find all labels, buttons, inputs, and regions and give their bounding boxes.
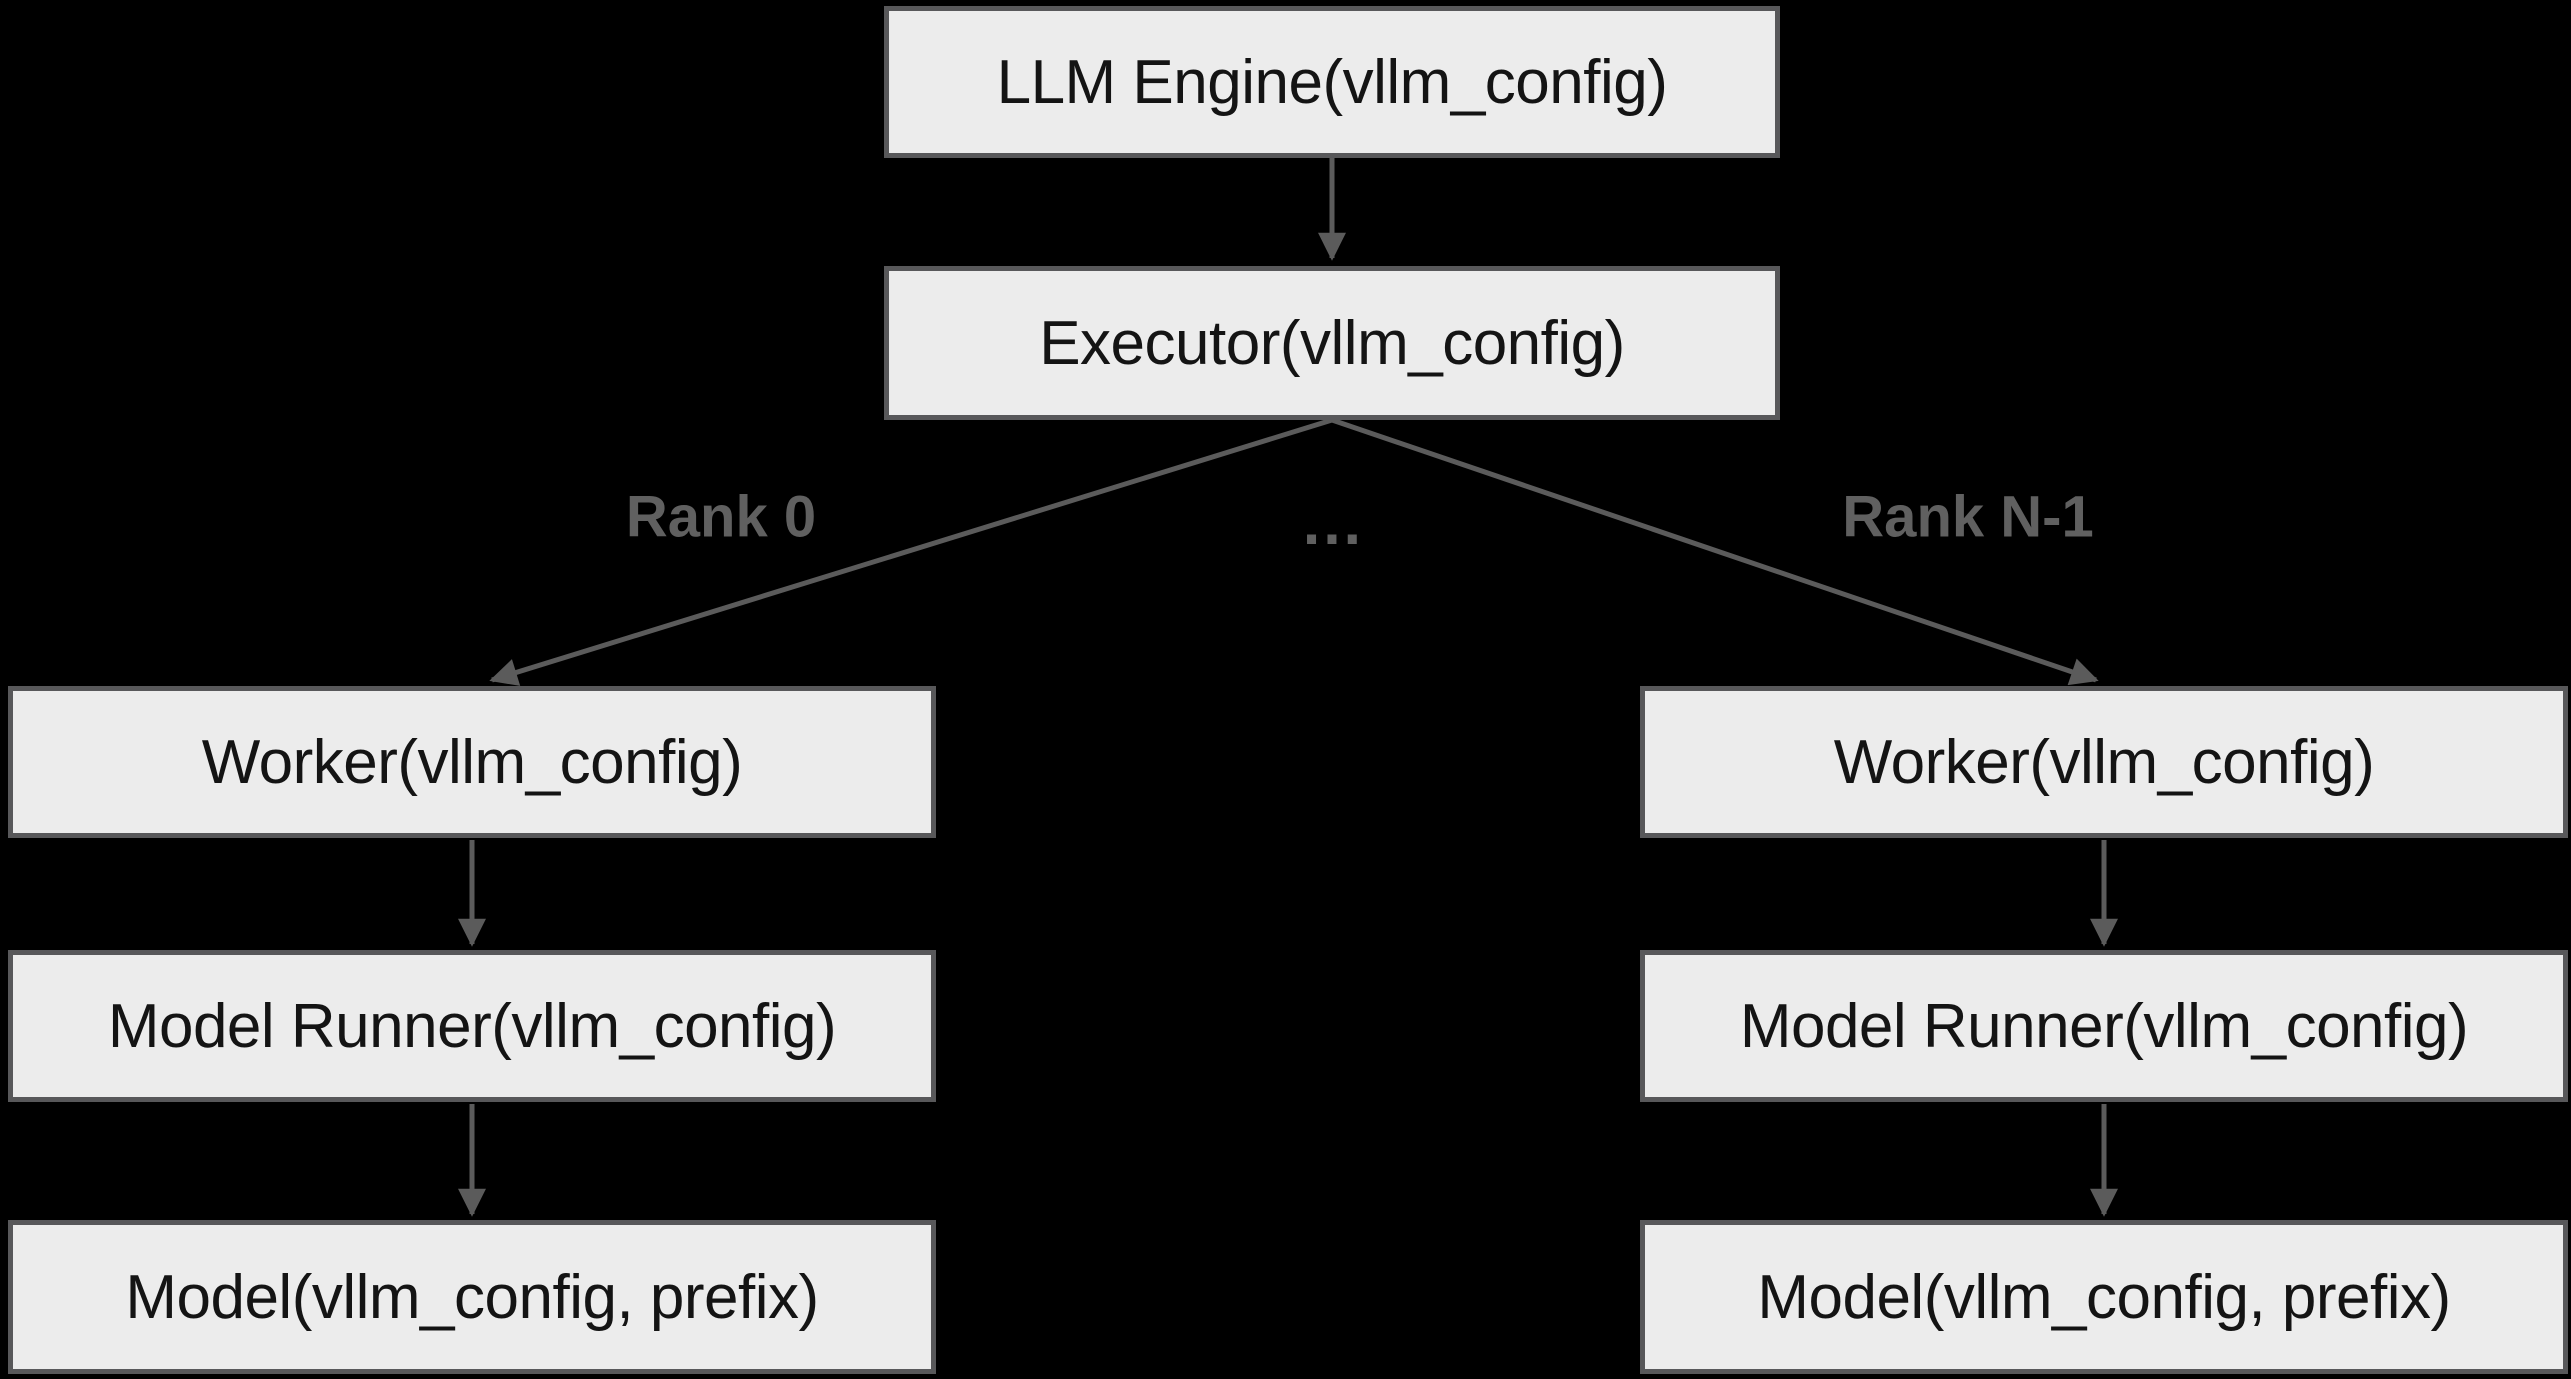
node-model-rank-n-1-label: Model(vllm_config, prefix) — [1757, 1262, 2451, 1332]
node-llm-engine: LLM Engine(vllm_config) — [884, 6, 1780, 158]
node-model-runner-rank-0-label: Model Runner(vllm_config) — [107, 991, 837, 1061]
node-executor-label: Executor(vllm_config) — [1039, 308, 1625, 378]
node-worker-rank-0-label: Worker(vllm_config) — [201, 727, 743, 797]
node-model-runner-rank-n-1-label: Model Runner(vllm_config) — [1739, 991, 2469, 1061]
edge-label-rank-0: Rank 0 — [625, 484, 817, 550]
node-worker-rank-0: Worker(vllm_config) — [8, 686, 936, 838]
node-llm-engine-label: LLM Engine(vllm_config) — [996, 47, 1668, 117]
node-model-rank-0-label: Model(vllm_config, prefix) — [125, 1262, 819, 1332]
node-model-rank-0: Model(vllm_config, prefix) — [8, 1220, 936, 1374]
node-executor: Executor(vllm_config) — [884, 266, 1780, 420]
node-worker-rank-n-1: Worker(vllm_config) — [1640, 686, 2568, 838]
node-model-rank-n-1: Model(vllm_config, prefix) — [1640, 1220, 2568, 1374]
edge-executor-to-worker-left — [489, 417, 1333, 686]
edge-executor-to-worker-right — [1331, 417, 2099, 686]
node-model-runner-rank-0: Model Runner(vllm_config) — [8, 950, 936, 1102]
node-model-runner-rank-n-1: Model Runner(vllm_config) — [1640, 950, 2568, 1102]
edge-label-ellipsis: … — [1300, 486, 1364, 558]
node-worker-rank-n-1-label: Worker(vllm_config) — [1833, 727, 2375, 797]
edge-label-rank-n-1: Rank N-1 — [1842, 484, 2094, 550]
